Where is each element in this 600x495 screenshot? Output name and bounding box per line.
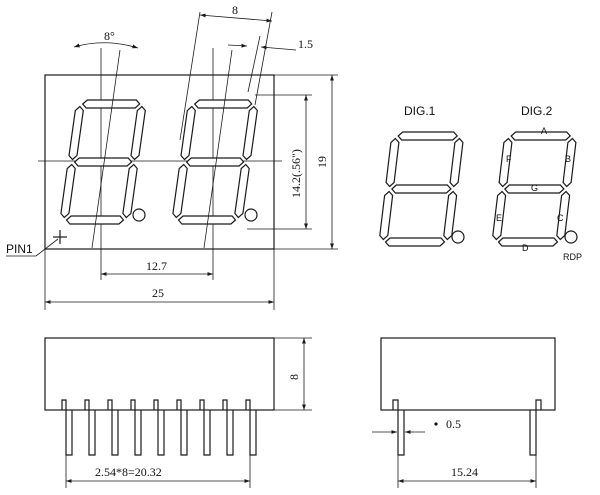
side-pin xyxy=(153,399,165,456)
side-pin xyxy=(107,399,119,456)
diagram-digit2-segment-g xyxy=(504,184,565,194)
diagram-digit2-segment-a xyxy=(510,131,572,141)
segment-label-b: B xyxy=(565,154,571,164)
diagram-digit1-segment-g xyxy=(391,184,452,194)
side-pin xyxy=(84,399,96,456)
side-pins xyxy=(61,399,257,456)
side-pin xyxy=(176,399,188,456)
pin1-label: PIN1 xyxy=(6,242,33,256)
diagram-digit1-segment-a xyxy=(397,131,459,141)
side-pin xyxy=(130,399,142,456)
diagram-digit2-decimal-point xyxy=(564,230,578,244)
front-digit2-segment-a xyxy=(193,99,253,109)
diagram-digit2-segment-b xyxy=(562,137,577,188)
end-pin-right xyxy=(529,399,542,456)
digit-pitch-label: 12.7 xyxy=(146,259,167,273)
diagram-digit1-segment-f xyxy=(385,137,400,188)
front-digit2-segment-g xyxy=(185,157,245,167)
front-digit2-segment-e xyxy=(172,163,188,219)
pin1-leader xyxy=(35,238,59,257)
front-digit1-segment-f xyxy=(68,105,84,161)
pin-thickness-label: 0.5 xyxy=(446,417,461,431)
diagram-digit2-segment-c xyxy=(556,190,571,241)
front-digit1-segment-e xyxy=(60,163,76,219)
diagram-digit1-segment-d xyxy=(384,237,446,247)
pin-span-label: 2.54*8=20.32 xyxy=(95,465,162,479)
side-pin xyxy=(245,399,257,456)
display-body-outline xyxy=(44,74,275,250)
front-digit-1 xyxy=(60,99,146,225)
front-view: 8° 8 1.5 14.2(.56") 19 12.7 25 PIN1 xyxy=(6,3,338,310)
slant-guide-digit1 xyxy=(91,49,121,249)
side-pin xyxy=(61,399,73,456)
segment-width-arrow-left xyxy=(227,43,248,48)
end-body-outline xyxy=(380,337,556,411)
segment-label-d: D xyxy=(522,243,529,253)
front-digit2-segment-d xyxy=(177,215,237,225)
front-digit2-segment-f xyxy=(180,105,196,161)
front-digit1-decimal-point xyxy=(132,208,146,222)
segment-label-e: E xyxy=(496,213,502,223)
segment-width-extension xyxy=(247,35,261,93)
slant-angle-label: 8° xyxy=(104,29,115,43)
front-digit1-segment-c xyxy=(122,163,138,219)
diagram-digit2-segment-e xyxy=(492,190,507,241)
front-digit2-segment-c xyxy=(234,163,250,219)
segment-label-g: G xyxy=(531,183,538,193)
segment-digit-2 xyxy=(492,131,578,247)
diagram-digit2-segment-d xyxy=(497,237,559,247)
side-pin xyxy=(199,399,211,456)
front-digit1-segment-d xyxy=(65,215,125,225)
segment-width-arrow-right xyxy=(260,45,297,51)
side-view: 8 2.54*8=20.32 xyxy=(44,337,312,488)
top-dim-extension-left xyxy=(179,11,201,141)
segment-label-c: C xyxy=(557,213,564,223)
dp-label: RDP xyxy=(563,252,582,262)
front-digit1-segment-g xyxy=(73,157,133,167)
end-view: 0.5 15.24 xyxy=(372,337,556,488)
segment-diagram: DIG.1 DIG.2 A B C D E F G RDP xyxy=(379,104,582,262)
front-digit1-segment-b xyxy=(130,105,146,161)
body-height-label: 19 xyxy=(315,156,329,168)
side-pin xyxy=(222,399,234,456)
diagram-digit1-segment-e xyxy=(379,190,394,241)
slant-guide-digit2 xyxy=(203,49,233,249)
top-width-label: 8 xyxy=(232,3,238,17)
segment-label-a: A xyxy=(541,126,547,136)
front-digit2-segment-b xyxy=(242,105,258,161)
pin-thickness-dot xyxy=(434,422,438,426)
diagram-digit1-decimal-point xyxy=(451,230,465,244)
side-height-label: 8 xyxy=(287,374,301,380)
digit-height-label: 14.2(.56") xyxy=(289,149,303,198)
segment-label-f: F xyxy=(506,154,512,164)
side-body-outline xyxy=(44,337,275,411)
diagram-digit1-segment-b xyxy=(449,137,464,188)
diagram-digit2-segment-f xyxy=(498,137,513,188)
top-width-dim-line xyxy=(199,13,273,23)
segment-digit-1 xyxy=(379,131,465,247)
body-width-label: 25 xyxy=(152,286,164,300)
end-pin-left xyxy=(392,399,405,456)
slant-angle-arc xyxy=(73,42,139,49)
segment-width-label: 1.5 xyxy=(298,37,313,51)
digit1-label: DIG.1 xyxy=(404,104,436,118)
row-spacing-label: 15.24 xyxy=(451,465,478,479)
diagram-digit1-segment-c xyxy=(443,190,458,241)
digit2-label: DIG.2 xyxy=(521,104,553,118)
front-digit-2 xyxy=(172,99,258,225)
top-dim-extension-right xyxy=(254,11,273,106)
front-digit1-segment-a xyxy=(81,99,141,109)
front-digit2-decimal-point xyxy=(244,208,258,222)
